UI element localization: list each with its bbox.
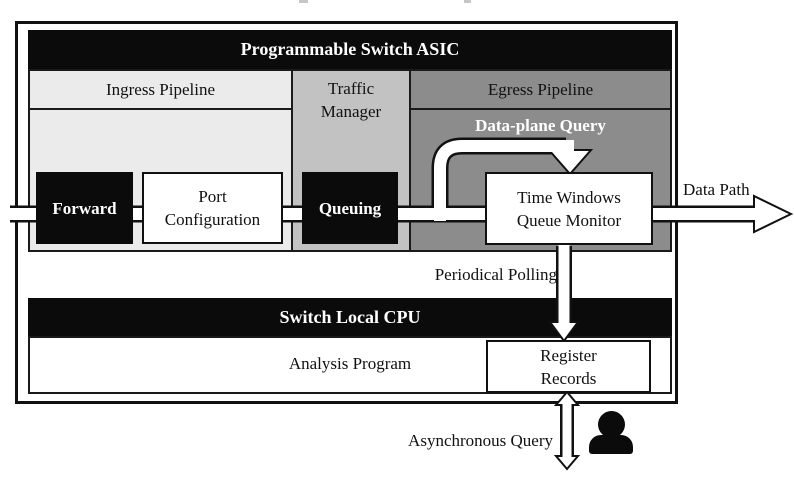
ingress-pipeline-title: Ingress Pipeline xyxy=(105,80,216,99)
data-plane-query-label: Data-plane Query xyxy=(475,116,606,135)
register-records-line1: Register xyxy=(540,345,597,365)
egress-pipeline-title: Egress Pipeline xyxy=(487,80,594,99)
asic-title: Programmable Switch ASIC xyxy=(240,39,460,59)
crop-artifact xyxy=(299,0,308,3)
asynchronous-query-label: Asynchronous Query xyxy=(408,431,553,450)
ingress-pipeline-header: Ingress Pipeline xyxy=(30,71,291,110)
crop-artifact xyxy=(464,0,471,3)
queuing-label: Queuing xyxy=(318,198,382,218)
forward-label: Forward xyxy=(52,198,117,218)
cpu-title: Switch Local CPU xyxy=(279,307,421,327)
forward-block: Forward xyxy=(36,172,133,244)
queuing-block: Queuing xyxy=(302,172,398,244)
queue-monitor-line1: Time Windows xyxy=(517,187,621,207)
register-records-box: Register Records xyxy=(486,340,651,393)
register-records-line2: Records xyxy=(540,368,597,388)
user-icon xyxy=(589,411,633,455)
cpu-header-bar: Switch Local CPU xyxy=(28,298,672,336)
periodical-polling-label: Periodical Polling xyxy=(434,265,557,284)
queue-monitor-block: Time Windows Queue Monitor xyxy=(485,172,653,245)
traffic-manager-title-line1: Traffic xyxy=(327,79,375,98)
user-icon-head xyxy=(597,411,625,438)
data-path-label: Data Path xyxy=(683,180,750,199)
traffic-manager-title-line2: Manager xyxy=(320,102,382,121)
user-icon-body xyxy=(589,435,633,454)
asic-header-bar: Programmable Switch ASIC xyxy=(28,30,672,69)
analysis-program-label: Analysis Program xyxy=(288,354,412,373)
port-configuration-line2: Configuration xyxy=(164,210,261,229)
port-configuration-block: Port Configuration xyxy=(142,172,283,244)
egress-pipeline-header: Egress Pipeline xyxy=(411,71,670,110)
queue-monitor-line2: Queue Monitor xyxy=(516,210,622,230)
port-configuration-line1: Port xyxy=(198,187,227,206)
